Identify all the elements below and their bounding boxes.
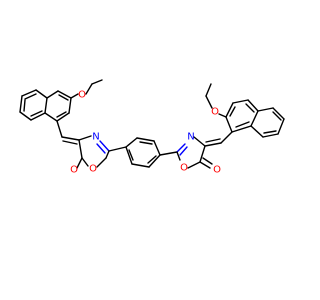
structure-diagram: O N O O N O O O [19,79,285,176]
bond [272,111,282,121]
bond [44,112,58,122]
bond [35,89,48,99]
bond [21,89,37,97]
bond [57,90,72,99]
molecule-drawing: O N O O N O O O [19,79,285,176]
bond [105,150,110,159]
bond [250,110,259,127]
bond [235,121,250,128]
bond [147,155,157,164]
bond [44,97,48,114]
bond [277,118,285,135]
bond [108,146,127,152]
bond [187,161,201,169]
bond [19,95,23,113]
bond [218,113,227,118]
bond [68,97,72,114]
bond [153,140,161,156]
bond [56,111,67,118]
bond [24,93,37,100]
nitrogen-left-label: N [92,132,99,143]
bond [176,143,186,153]
bond [96,157,107,168]
bond [179,146,188,156]
bond [250,125,264,138]
bond [19,111,32,121]
bond [225,116,233,133]
bond [91,79,103,85]
nitrogen-right-label: N [187,132,194,143]
bond [176,151,181,161]
oxygen-ether-left-label: O [78,90,86,101]
bond [70,93,79,99]
bond [229,106,236,117]
atom-labels: O N O O N O O O [70,90,221,176]
bond [85,83,93,95]
bond [131,163,150,168]
bond [78,135,92,141]
bond [220,131,233,144]
bond [30,110,43,117]
bond [232,99,249,104]
bond [247,99,259,112]
oxygen-ring-right-label: O [180,163,188,174]
bond [199,145,206,163]
bond [61,136,80,141]
bond [245,103,255,113]
left-naphthalene [19,79,103,122]
bond [193,136,206,147]
bond [56,112,70,122]
bond [262,133,279,138]
left-oxazolone [56,120,127,169]
bond [257,107,274,112]
bond [76,157,83,169]
bond [56,120,63,138]
bond [99,140,110,152]
bond [205,83,212,97]
bond [58,94,69,101]
oxygen-ether-right-label: O [211,107,219,118]
bond [128,149,134,161]
bond [30,112,46,121]
bond [81,157,89,167]
central-benzene [125,137,161,168]
bond [231,125,252,133]
bond [23,99,26,112]
bond [159,151,178,156]
bond [204,142,222,147]
right-naphthalene [205,83,285,138]
bond [46,90,59,99]
bond [96,143,106,154]
bond [202,157,213,165]
bond [78,139,83,159]
bond [136,137,155,142]
bond [225,102,234,118]
oxygen-carbonyl-right-label: O [213,165,221,176]
bond [148,154,161,168]
bond [272,107,285,120]
bond [139,141,153,145]
bond [205,138,221,143]
bond [125,137,138,148]
bond [199,161,211,169]
oxygen-ring-left-label: O [89,164,97,175]
bond [205,95,213,109]
right-oxazolone [159,131,233,169]
bond [125,146,133,165]
bond [263,130,277,134]
bond [62,140,78,145]
oxygen-carbonyl-left-label: O [70,165,78,176]
